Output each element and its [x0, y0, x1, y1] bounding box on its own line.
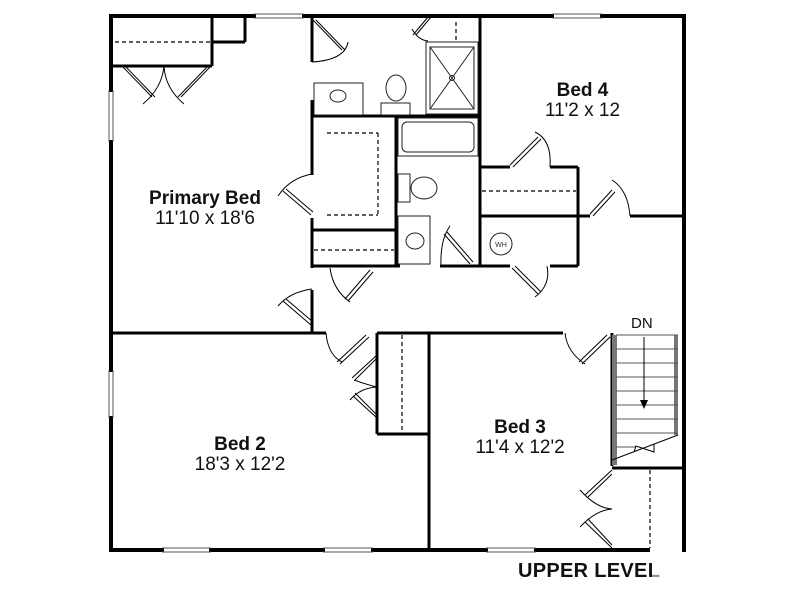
- shower-icon: [425, 41, 479, 115]
- water-heater-icon: [489, 232, 513, 256]
- room-dimensions: 18'3 x 12'2: [194, 453, 286, 475]
- room-label-bed-2: Bed 2 18'3 x 12'2: [170, 435, 310, 475]
- toilet-icon: [397, 173, 411, 203]
- windows: [108, 13, 602, 553]
- toilet-icon: [380, 102, 411, 116]
- watermark-overlay: [652, 560, 682, 584]
- stair-down-label: DN: [631, 315, 653, 332]
- room-dimensions: 11'10 x 18'6: [155, 207, 255, 229]
- room-label-primary-bed: Primary Bed 11'10 x 18'6: [130, 189, 280, 229]
- bathtub-icon: [397, 117, 479, 157]
- water-heater-label: WH: [495, 242, 507, 249]
- room-name: Bed 3: [494, 417, 546, 438]
- doors: [121, 16, 631, 549]
- room-label-bed-3: Bed 3 11'4 x 12'2: [455, 418, 585, 458]
- fixtures: [313, 41, 513, 265]
- room-dimensions: 11'2 x 12: [544, 99, 621, 121]
- sink-icon: [405, 232, 425, 250]
- staircase: [611, 334, 679, 465]
- room-name: Bed 4: [556, 80, 609, 101]
- room-label-bed-4: Bed 4 11'2 x 12: [520, 81, 645, 121]
- level-title: UPPER LEVEL: [518, 560, 661, 582]
- room-name: Bed 2: [214, 434, 266, 455]
- interior-walls: [111, 16, 684, 550]
- room-dimensions: 11'4 x 12'2: [475, 436, 565, 458]
- room-name: Primary Bed: [149, 188, 261, 209]
- exterior-walls: [109, 14, 686, 552]
- sink-icon: [329, 89, 347, 103]
- closet-shelves: [115, 22, 651, 548]
